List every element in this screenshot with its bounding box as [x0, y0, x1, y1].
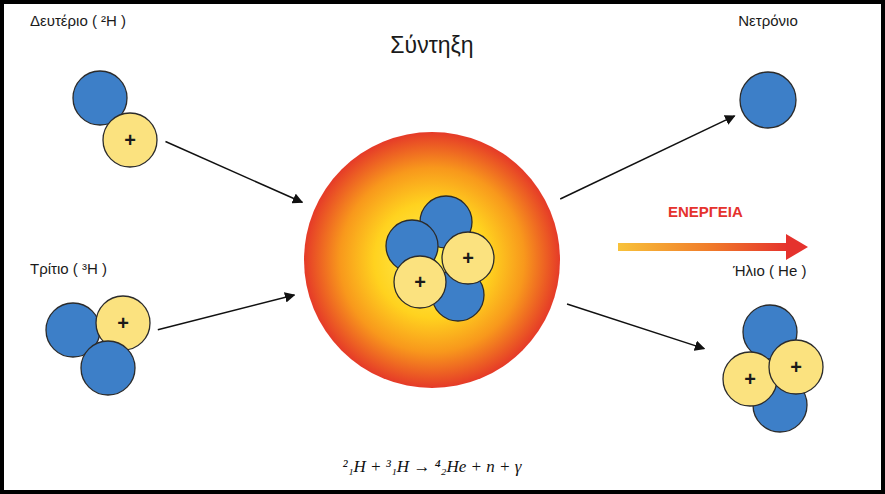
- charge-sign: +: [744, 368, 756, 391]
- charge-sign: +: [462, 247, 474, 270]
- charge-sign: +: [790, 356, 802, 379]
- nucleus-drawing: [70, 68, 160, 170]
- energy-label: ΕΝΕΡΓΕΙΑ: [668, 203, 743, 220]
- proton-ball: [442, 232, 494, 284]
- deuterium-nucleus: Δευτέριο ( ²H )+: [70, 68, 160, 170]
- charge-sign: +: [124, 129, 136, 152]
- reaction-arrow: [165, 141, 302, 202]
- neutron-particle: Νετρόνιο: [740, 72, 796, 128]
- fusion-core: Σύντηξη++: [304, 132, 560, 388]
- particle-name: Δευτέριο ( ²H ): [30, 12, 126, 29]
- proton-ball: [769, 340, 823, 394]
- reaction-arrow: [158, 295, 295, 330]
- fusion-glow: [304, 132, 560, 388]
- reaction-arrow: [560, 116, 734, 199]
- reaction-equation: ²₁H + ³₁H → ⁴₂He + n + γ: [343, 457, 522, 477]
- neutron-ball: [740, 72, 796, 128]
- energy-arrow-shaft: [618, 243, 788, 251]
- particle-name: Ήλιο ( He ): [733, 262, 806, 279]
- nucleus-drawing: [710, 305, 830, 435]
- tritium-nucleus: Τρίτιο ( ³H )+: [44, 294, 152, 396]
- process-title: Σύντηξη: [390, 32, 473, 58]
- reaction-arrow: [567, 304, 704, 349]
- particle-name: Τρίτιο ( ³H ): [30, 260, 107, 277]
- neutron-ball: [81, 341, 135, 395]
- proton-ball: [103, 113, 157, 167]
- helium-nucleus: Ήλιο ( He )++: [710, 305, 830, 435]
- nucleus-drawing: [304, 132, 560, 388]
- nucleus-drawing: [44, 294, 152, 396]
- proton-ball: [394, 256, 446, 308]
- nucleus-drawing: [740, 72, 796, 128]
- proton-ball: [723, 352, 777, 406]
- charge-sign: +: [117, 312, 129, 335]
- particle-name: Νετρόνιο: [738, 12, 798, 29]
- charge-sign: +: [414, 271, 426, 294]
- energy-arrow-head: [786, 234, 808, 260]
